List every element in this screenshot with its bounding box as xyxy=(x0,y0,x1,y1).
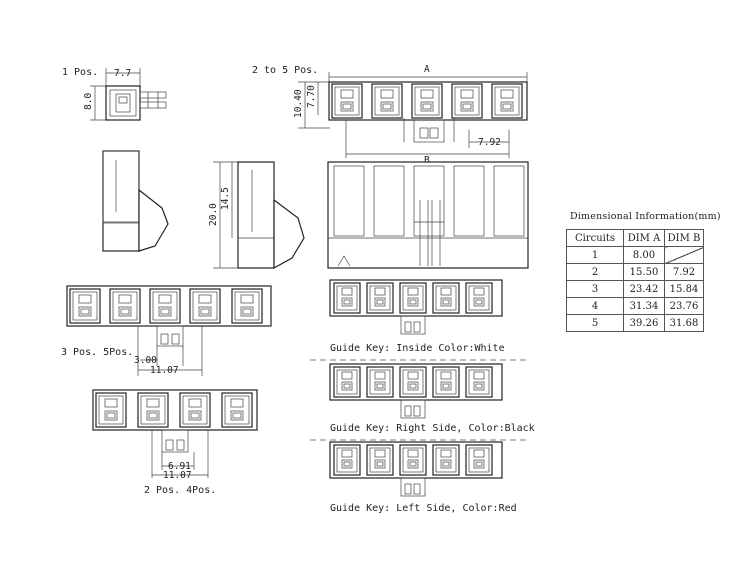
cell-circuits: 5 xyxy=(566,314,624,332)
dim-7-92: 7.92 xyxy=(478,137,501,148)
header-dim-a: DIM A xyxy=(623,229,665,247)
dim-7-7: 7.7 xyxy=(114,68,131,79)
side-view-left xyxy=(102,150,169,252)
table-row: 2 15.50 7.92 xyxy=(566,263,704,281)
table-row: 5 39.26 31.68 xyxy=(566,314,704,332)
header-dim-b: DIM B xyxy=(664,229,704,247)
dim-10-40: 10.40 xyxy=(293,89,304,118)
dim-11-07-top: 11.07 xyxy=(150,365,179,376)
table-row: 3 23.42 15.84 xyxy=(566,280,704,298)
dim-7-70: 7.70 xyxy=(306,85,317,108)
dim-14-5: 14.5 xyxy=(220,187,231,210)
two-four-pos-view: 6.91 11.07 2 Pos. 4Pos. xyxy=(92,389,258,496)
cell-dim-a: 15.50 xyxy=(623,263,665,281)
two-to-five-label: 2 to 5 Pos. xyxy=(252,65,318,76)
two-to-five-top-view: 2 to 5 Pos. A 10.40 7.70 7.92 B xyxy=(252,64,528,166)
table-row: 1 8.00 xyxy=(566,246,704,264)
dim-8-0: 8.0 xyxy=(83,93,94,110)
cell-dim-b: 31.68 xyxy=(664,314,704,332)
cell-circuits: 3 xyxy=(566,280,624,298)
dim-3-00: 3.00 xyxy=(134,355,157,366)
table-title: Dimensional Information(mm) xyxy=(570,211,721,222)
dim-20-0: 20.0 xyxy=(208,203,219,226)
cell-dim-a: 39.26 xyxy=(623,314,665,332)
guide-key-left-label: Guide Key: Left Side, Color:Red xyxy=(330,503,517,514)
dimension-table: Circuits DIM A DIM B 1 8.00 2 15.50 7.92… xyxy=(566,229,704,332)
two-four-label: 2 Pos. 4Pos. xyxy=(144,485,216,496)
guide-key-left: Guide Key: Left Side, Color:Red xyxy=(329,441,517,514)
cell-dim-a: 31.34 xyxy=(623,297,665,315)
three-five-label: 3 Pos. 5Pos. xyxy=(61,347,133,358)
cell-circuits: 1 xyxy=(566,246,624,264)
cell-dim-b: 15.84 xyxy=(664,280,704,298)
guide-key-inside-label: Guide Key: Inside Color:White xyxy=(330,343,505,354)
dim-6-91: 6.91 xyxy=(168,461,191,472)
three-five-pos-view: 3.00 11.07 3 Pos. 5Pos. xyxy=(61,285,272,376)
dim-11-07-bottom: 11.07 xyxy=(163,470,192,481)
header-circuits: Circuits xyxy=(566,229,624,247)
one-pos-label: 1 Pos. xyxy=(62,67,98,78)
table-header-row: Circuits DIM A DIM B xyxy=(566,229,704,247)
cell-circuits: 2 xyxy=(566,263,624,281)
front-view-five xyxy=(327,161,529,269)
cell-dim-a: 23.42 xyxy=(623,280,665,298)
cell-dim-b: 23.76 xyxy=(664,297,704,315)
table-row: 4 31.34 23.76 xyxy=(566,297,704,315)
guide-key-right-label: Guide Key: Right Side, Color:Black xyxy=(330,423,535,434)
cell-dim-b: 7.92 xyxy=(664,263,704,281)
cell-dim-b-empty xyxy=(664,246,704,264)
guide-key-right: Guide Key: Right Side, Color:Black xyxy=(329,363,535,434)
side-view-right: 20.0 14.5 xyxy=(208,161,305,270)
dim-a: A xyxy=(424,64,430,75)
guide-key-inside: Guide Key: Inside Color:White xyxy=(329,279,505,354)
cell-dim-a: 8.00 xyxy=(623,246,665,264)
dim-b: B xyxy=(424,155,430,166)
one-pos-view: 1 Pos. 7.7 8.0 xyxy=(62,67,167,121)
cell-circuits: 4 xyxy=(566,297,624,315)
